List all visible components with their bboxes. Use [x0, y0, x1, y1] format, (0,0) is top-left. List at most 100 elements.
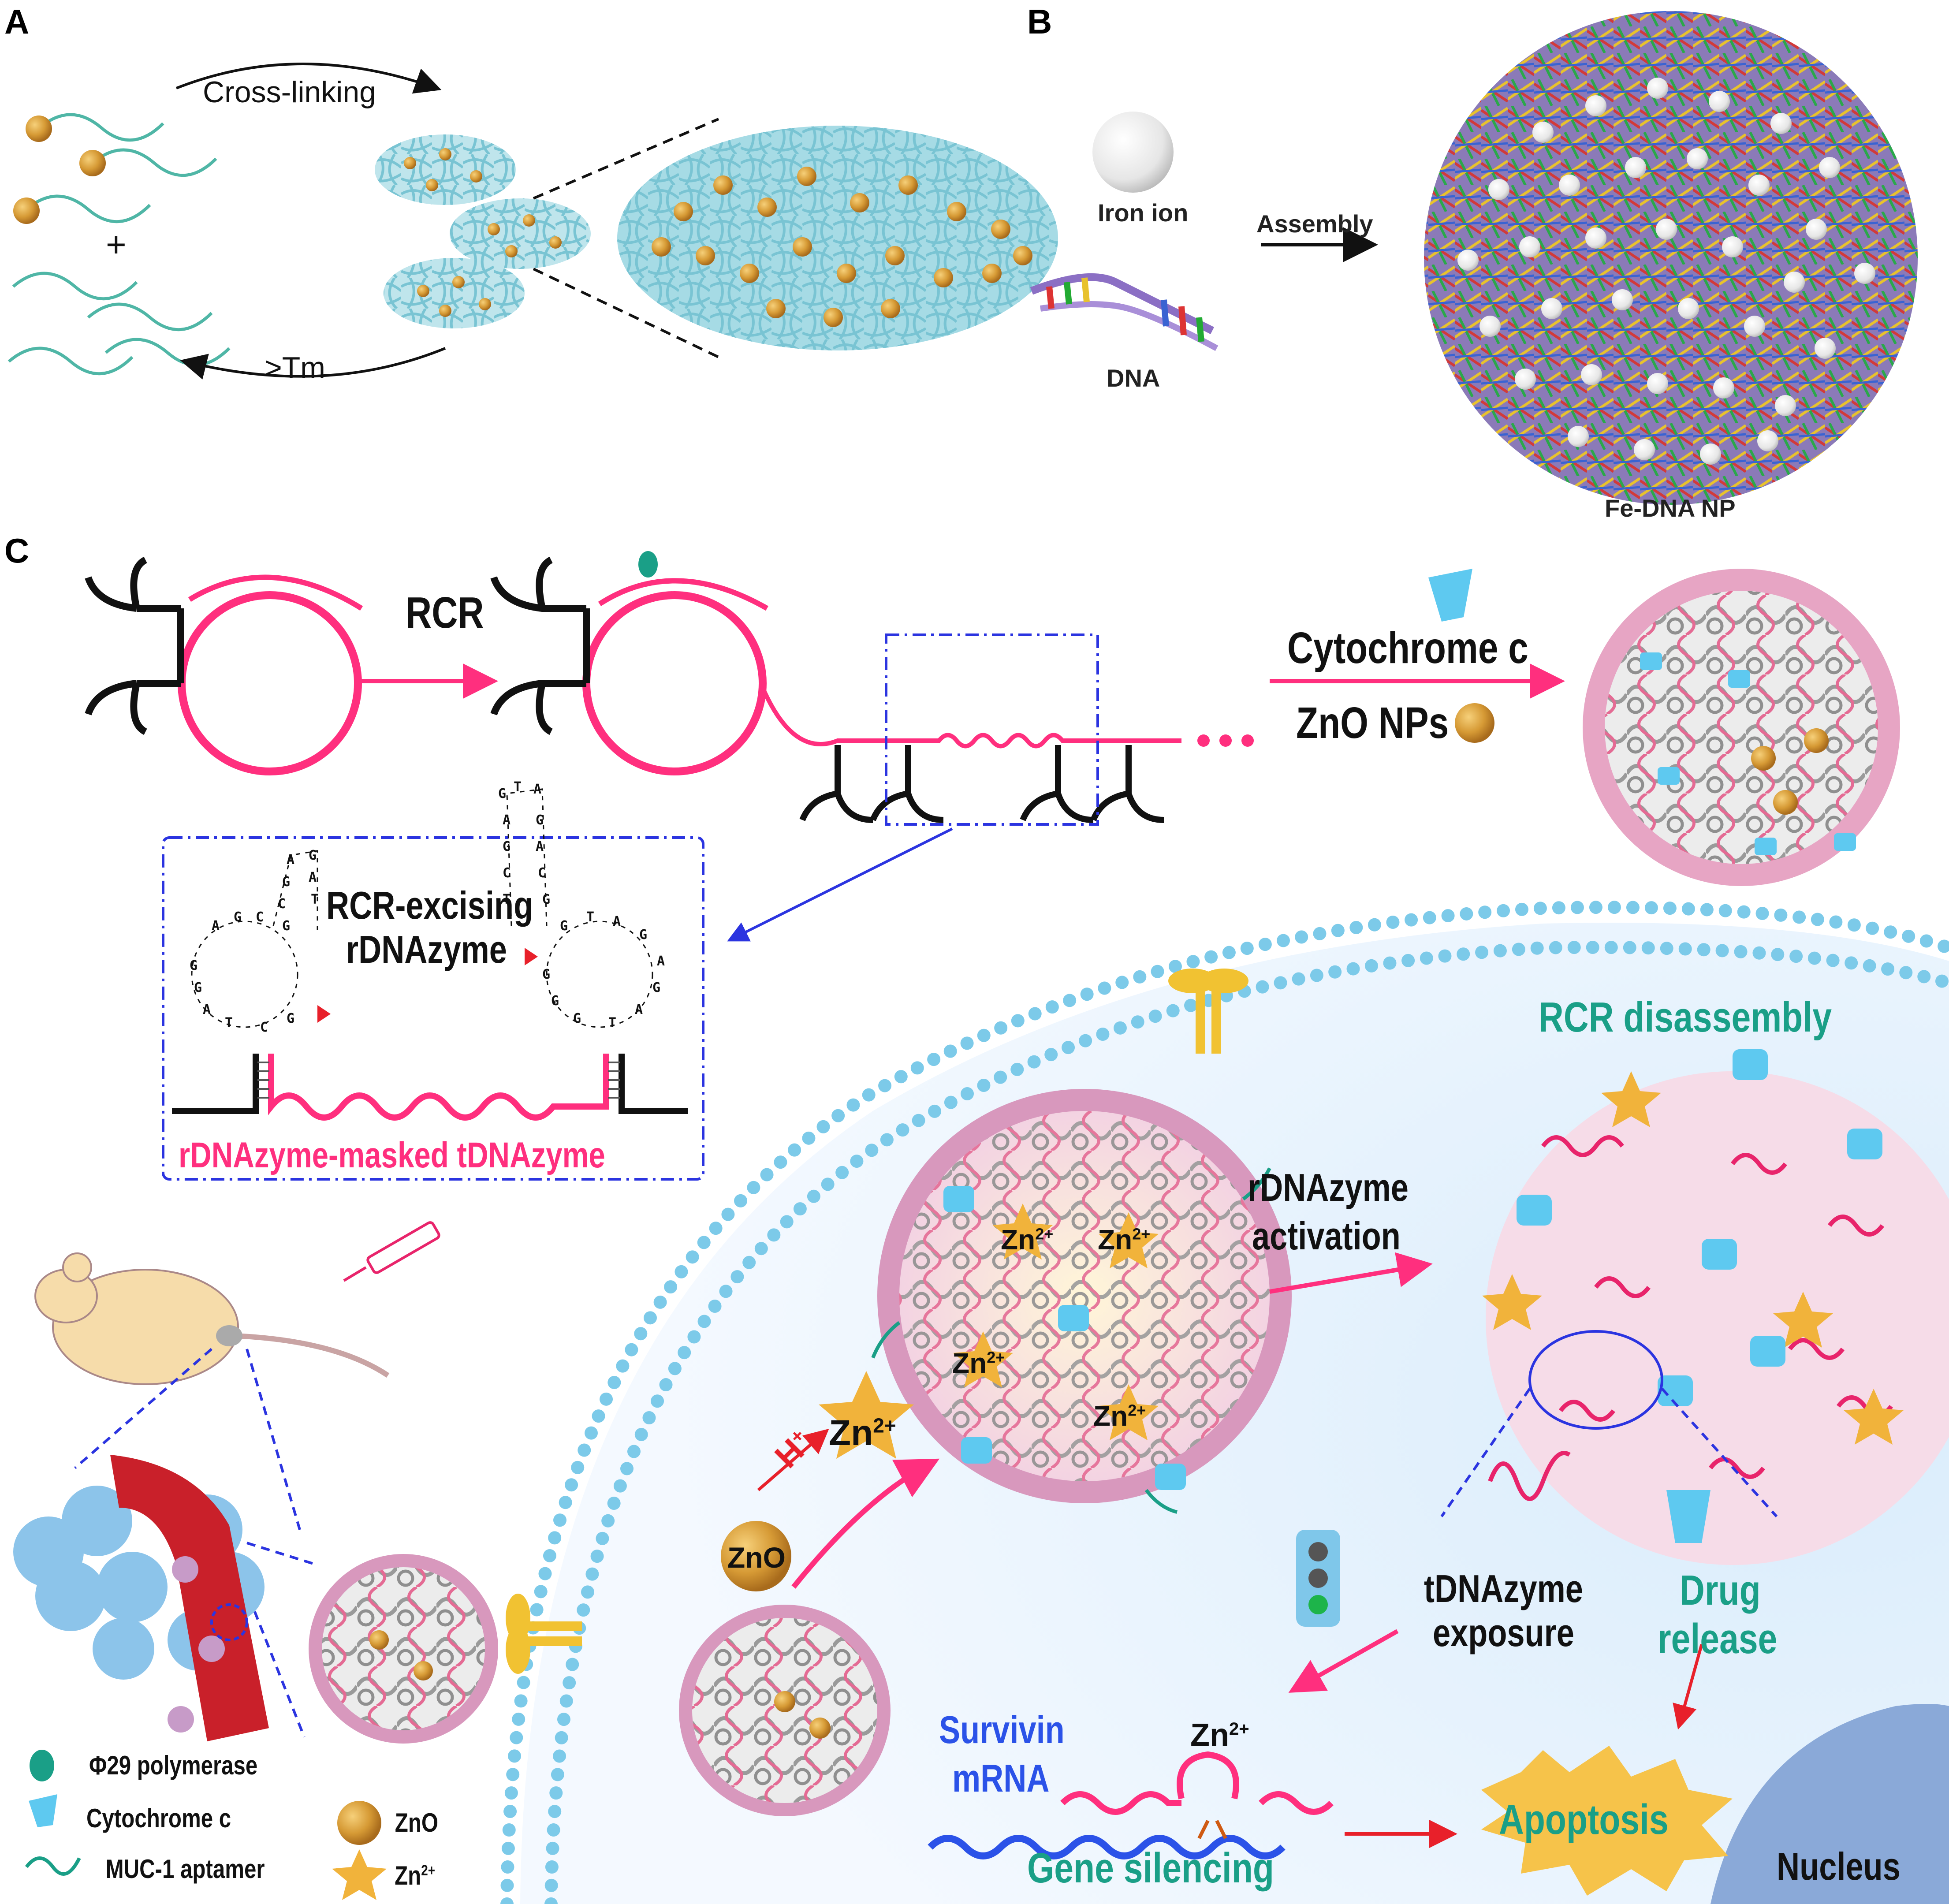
panel-a-label: A: [4, 2, 30, 41]
panel-c-rcr-scheme: [85, 551, 1900, 942]
traffic-light-icon: [1296, 1530, 1340, 1627]
fe-dna-nanoparticle: [1424, 11, 1918, 505]
zoom-dashed-lines: [533, 118, 719, 358]
cytochrome-label: Cytochrome c: [1287, 623, 1528, 673]
svg-text:A: A: [536, 839, 544, 854]
svg-text:G: G: [309, 848, 317, 863]
iron-ion-sphere: [1092, 112, 1174, 193]
zno-nps-label: ZnO NPs: [1296, 698, 1449, 748]
receptor-bottom: [506, 1594, 582, 1674]
survivin-label: Survivin: [939, 1708, 1065, 1751]
svg-text:G: G: [287, 1011, 294, 1026]
gold-nanoparticles: [13, 116, 106, 224]
iron-ion-label: Iron ion: [1098, 199, 1189, 227]
zn-label-4: Zn2+: [1093, 1400, 1146, 1432]
rdnazyme-label: rDNAzyme: [346, 928, 507, 971]
outer-membrane: [500, 901, 1949, 1904]
zn-label-1: Zn2+: [1001, 1224, 1054, 1256]
legend-aptamer: MUC-1 aptamer: [105, 1854, 265, 1884]
apoptosis-label: Apoptosis: [1499, 1796, 1669, 1843]
panel-a-graphic: [7, 63, 1058, 380]
svg-text:G: G: [282, 874, 290, 890]
legend-polymerase: Φ29 polymerase: [89, 1751, 258, 1780]
release-icons: [1296, 1451, 1710, 1627]
zno-label: ZnO: [727, 1541, 786, 1574]
svg-text:G: G: [542, 892, 550, 907]
highlight-ellipse: [1528, 1330, 1663, 1430]
fe-dna-np-label: Fe-DNA NP: [1605, 494, 1736, 522]
legend-cytochrome: Cytochrome c: [86, 1803, 231, 1833]
cleavage-site-1: [317, 1005, 331, 1023]
svg-text:G: G: [639, 927, 647, 943]
plus-sign: +: [106, 225, 127, 264]
rcr-excising-label: RCR-excising: [326, 883, 533, 927]
svg-text:T: T: [311, 892, 319, 907]
svg-text:G: G: [652, 980, 660, 995]
gene-silencing-label: Gene silencing: [1027, 1844, 1274, 1892]
svg-text:A: A: [503, 812, 511, 828]
svg-text:G: G: [542, 967, 550, 982]
svg-text:G: G: [282, 918, 290, 934]
svg-text:G: G: [194, 980, 202, 995]
melting-temperature-label: >Tm: [265, 351, 325, 384]
svg-text:A: A: [635, 1002, 643, 1017]
masked-tdnazyme-label: rDNAzyme-masked tDNAzyme: [179, 1135, 605, 1175]
zoom-arrow: [727, 827, 953, 942]
svg-text:G: G: [560, 918, 568, 934]
svg-text:T: T: [608, 1015, 616, 1031]
inner-membrane: [544, 941, 1949, 1904]
zoom-selection-box: [885, 633, 1099, 826]
rcr-disassembly-cloud: [1440, 1049, 1949, 1565]
svg-text:C: C: [256, 909, 264, 925]
svg-text:T: T: [225, 1015, 233, 1031]
panel-c-label: C: [4, 531, 30, 570]
svg-text:T: T: [586, 909, 594, 925]
svg-text:G: G: [573, 1011, 581, 1026]
blood-vessel: [110, 1455, 269, 1741]
svg-text:A: A: [287, 852, 294, 868]
rcr-label: RCR: [406, 588, 484, 637]
zn-label-5: Zn2+: [829, 1413, 896, 1453]
nucleus-label: Nucleus: [1777, 1844, 1901, 1888]
svg-text:G: G: [498, 786, 506, 801]
tdnazyme-label: tDNAzyme: [1424, 1567, 1583, 1610]
dna-helix-icon: [1030, 273, 1219, 351]
hydrogel-discs: [375, 134, 591, 328]
svg-text:T: T: [514, 779, 522, 795]
svg-text:T: T: [503, 892, 511, 907]
svg-text:A: A: [657, 954, 665, 969]
nucleus-shape: [1710, 1704, 1949, 1904]
mrna-cleavage: [928, 1751, 1334, 1859]
svg-text:A: A: [309, 870, 317, 885]
assembly-label: Assembly: [1256, 210, 1373, 238]
cytochrome-icon: [1428, 569, 1472, 622]
rcr-disassembly-label: RCR disassembly: [1539, 994, 1832, 1041]
svg-text:C: C: [503, 865, 511, 881]
svg-text:G: G: [536, 812, 544, 828]
svg-text:A: A: [203, 1002, 211, 1017]
activated-nanoflower: [871, 1089, 1292, 1514]
cell-arrows: [757, 1252, 1703, 1848]
svg-text:A: A: [212, 918, 220, 934]
rcr-nanoflower: [1583, 569, 1900, 886]
melting-arrow: [180, 347, 446, 380]
svg-text:G: G: [503, 839, 511, 854]
activation-label-2: activation: [1252, 1214, 1401, 1258]
legend-zno: ZnO: [395, 1808, 439, 1837]
svg-text:A: A: [613, 914, 621, 929]
dna-label: DNA: [1107, 364, 1160, 392]
svg-text:G: G: [551, 993, 559, 1009]
zno-np-icon: [1455, 703, 1494, 743]
svg-text:C: C: [538, 865, 546, 881]
zoomed-hydrogel: [617, 126, 1058, 350]
cleavage-site-2: [525, 948, 538, 965]
panel-b-graphic: [1030, 11, 1918, 505]
small-nanoflowers: [309, 1554, 891, 1816]
zn-label-3: Zn2+: [952, 1347, 1005, 1379]
svg-text:A: A: [533, 782, 541, 797]
svg-text:C: C: [260, 1020, 268, 1035]
mouse-illustration: [13, 1221, 440, 1741]
zn-label-6: Zn2+: [1190, 1718, 1249, 1753]
